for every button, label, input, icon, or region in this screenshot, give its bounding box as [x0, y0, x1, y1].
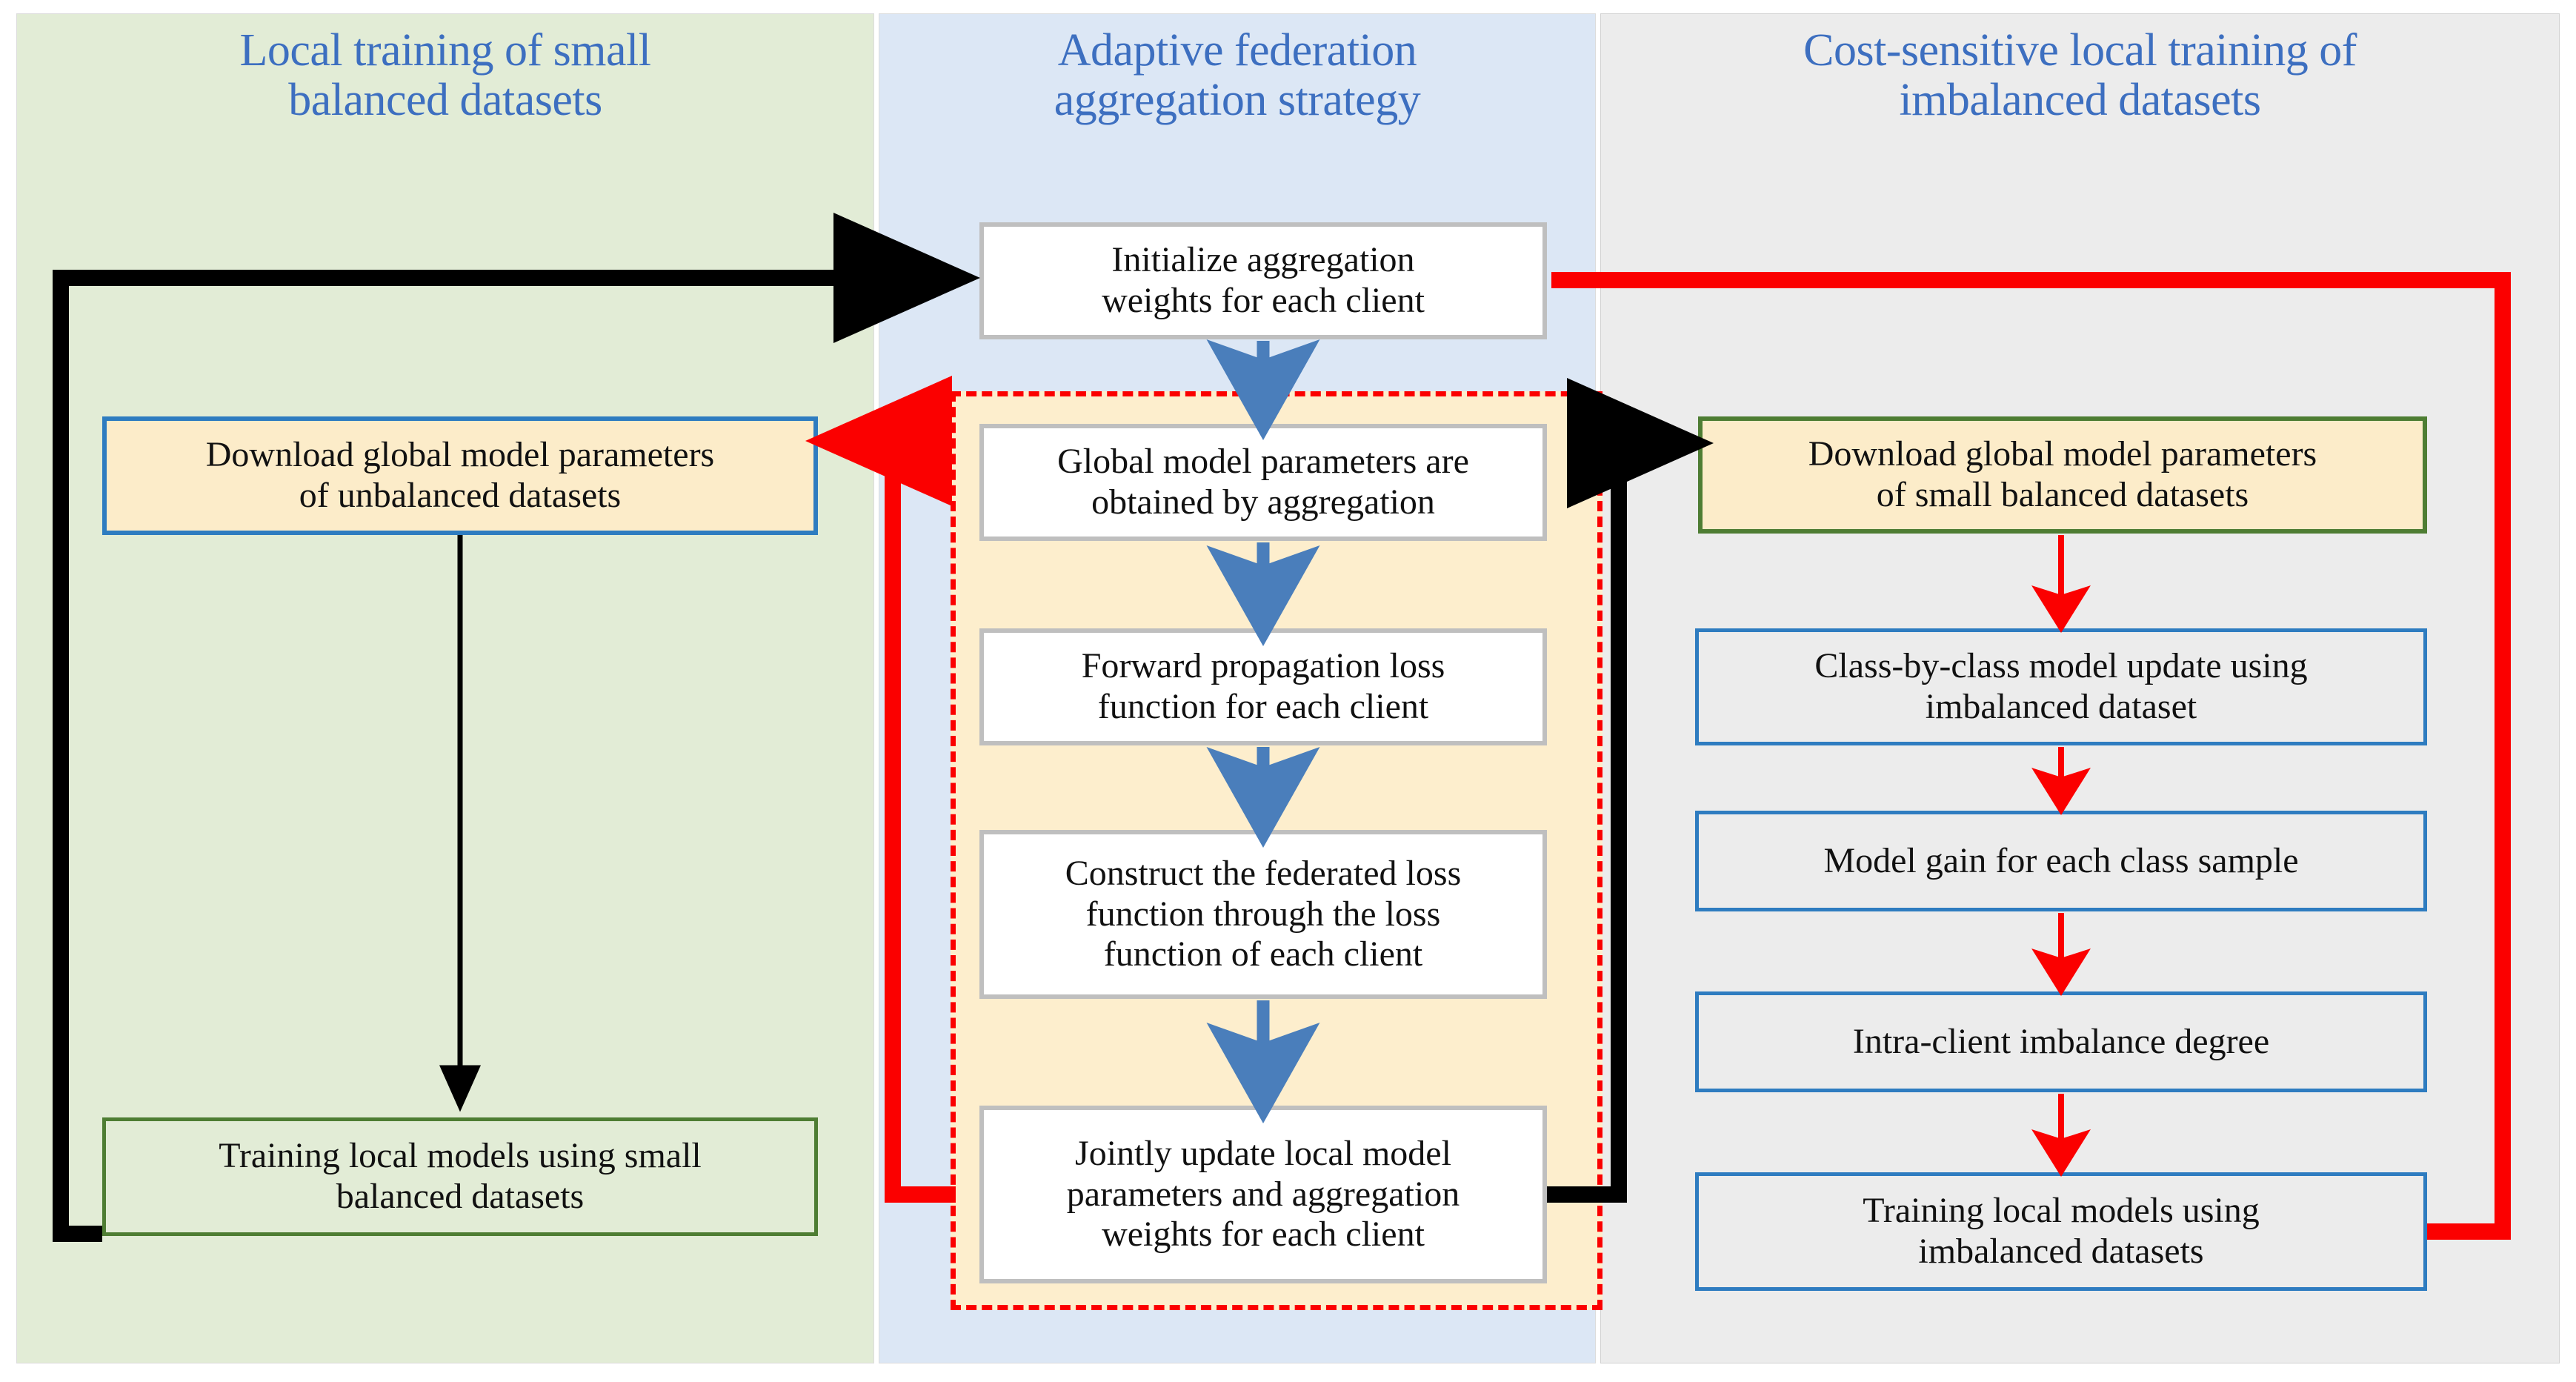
box-global-model-params-aggregation[interactable]: Global model parameters are obtained by …: [979, 424, 1547, 541]
box-construct-federated-loss-function[interactable]: Construct the federated loss function th…: [979, 830, 1547, 999]
box-model-gain-each-class-sample[interactable]: Model gain for each class sample: [1695, 811, 2427, 911]
panel-title-right: Cost-sensitive local training of imbalan…: [1803, 25, 2357, 125]
box-training-local-models-imbalanced[interactable]: Training local models using imbalanced d…: [1695, 1172, 2427, 1291]
box-training-local-models-small-balanced[interactable]: Training local models using small balanc…: [102, 1117, 818, 1236]
box-intra-client-imbalance-degree[interactable]: Intra-client imbalance degree: [1695, 991, 2427, 1092]
box-download-global-model-params-unbalanced[interactable]: Download global model parameters of unba…: [102, 416, 818, 535]
box-jointly-update-local-model-params[interactable]: Jointly update local model parameters an…: [979, 1106, 1547, 1283]
box-download-global-model-params-small-balanced[interactable]: Download global model parameters of smal…: [1698, 416, 2427, 534]
panel-title-center: Adaptive federation aggregation strategy: [1054, 25, 1421, 125]
box-class-by-class-model-update[interactable]: Class-by-class model update using imbala…: [1695, 628, 2427, 745]
box-forward-propagation-loss-function[interactable]: Forward propagation loss function for ea…: [979, 628, 1547, 745]
box-initialize-aggregation-weights[interactable]: Initialize aggregation weights for each …: [979, 222, 1547, 339]
panel-title-left: Local training of small balanced dataset…: [239, 25, 651, 125]
